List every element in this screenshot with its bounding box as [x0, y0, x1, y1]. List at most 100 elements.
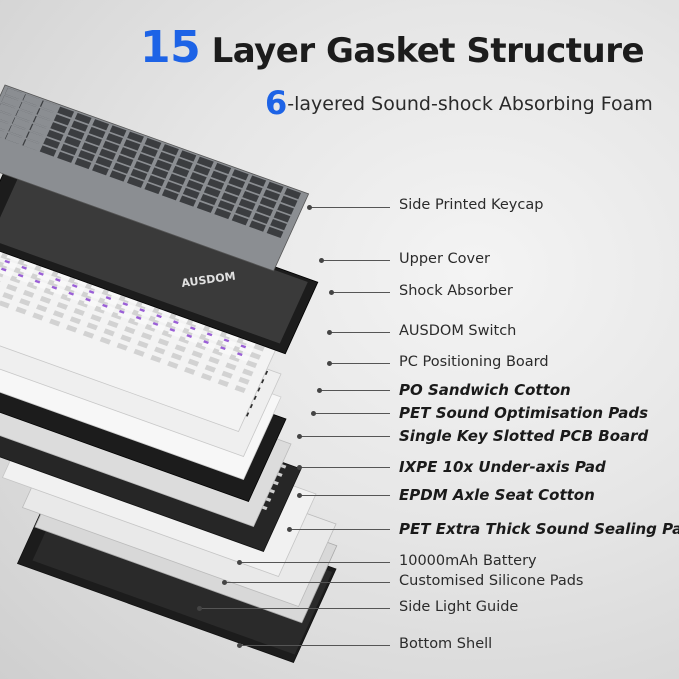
- leader-line: [222, 580, 390, 585]
- keycap: [161, 189, 179, 201]
- pc-hole: [26, 281, 39, 290]
- keycap: [252, 212, 270, 224]
- pc-hole: [118, 295, 130, 304]
- switch-stem: [88, 290, 95, 294]
- keycap: [60, 143, 78, 156]
- pc-hole: [167, 360, 179, 369]
- keycap-light: [0, 121, 9, 131]
- keycap: [74, 112, 92, 125]
- pc-hole: [157, 338, 170, 347]
- switch-stem: [186, 334, 193, 338]
- upper-cover-opening: [0, 178, 308, 344]
- keycap-light: [41, 100, 59, 113]
- keycap: [147, 175, 165, 187]
- keycap: [50, 122, 68, 134]
- keycap-light: [5, 133, 23, 145]
- keycap: [102, 140, 120, 153]
- keycap: [238, 198, 256, 210]
- keycap-light: [0, 112, 12, 123]
- keycap-light: [19, 102, 37, 114]
- layer-label-light-guide: Side Light Guide: [399, 599, 519, 615]
- pc-hole: [253, 343, 265, 352]
- pc-hole: [107, 320, 119, 329]
- pc-hole: [9, 275, 22, 284]
- switch-stem: [156, 314, 162, 319]
- leader-line: [327, 330, 390, 335]
- pc-hole: [127, 317, 140, 326]
- keycap: [277, 203, 294, 215]
- pc-hole: [97, 297, 110, 306]
- keycap: [214, 162, 232, 175]
- keycap-light: [12, 117, 30, 129]
- layer-label-epdm: EPDM Axle Seat Cotton: [399, 486, 595, 504]
- pc-hole: [0, 280, 1, 283]
- switch-stem: [0, 267, 7, 272]
- keycap: [175, 158, 193, 170]
- layer-label-pc-board: PC Positioning Board: [399, 354, 549, 370]
- pc-hole: [82, 330, 95, 339]
- keycap: [134, 161, 151, 173]
- pc-hole: [187, 358, 200, 367]
- keycap: [106, 133, 123, 145]
- pc-hole: [221, 370, 233, 379]
- keycap: [273, 211, 291, 223]
- keycap: [67, 128, 85, 140]
- pc-hole: [137, 340, 149, 349]
- keycap: [196, 156, 214, 168]
- switch-stem: [189, 326, 196, 331]
- pc-hole: [215, 339, 228, 348]
- keycap: [182, 187, 200, 199]
- pc-hole: [64, 285, 76, 294]
- title-layer-count: 15: [140, 22, 201, 73]
- keycap: [71, 120, 89, 132]
- layer-label-silicone-pads: Customised Silicone Pads: [399, 573, 584, 589]
- pc-hole: [225, 362, 237, 371]
- keycap: [249, 220, 266, 232]
- keycap: [144, 182, 162, 195]
- keycap: [259, 197, 277, 209]
- keycap: [120, 147, 137, 159]
- keycap-light: [30, 124, 48, 136]
- keycap: [127, 131, 144, 143]
- keycap: [57, 151, 74, 163]
- keycap-light: [33, 116, 52, 128]
- pc-hole: [0, 300, 10, 309]
- keycap: [130, 168, 148, 181]
- keycap: [189, 172, 207, 184]
- keycap: [92, 119, 110, 131]
- pc-hole: [2, 292, 14, 301]
- pc-hole: [174, 344, 187, 353]
- pc-hole: [77, 299, 89, 308]
- keycap: [137, 153, 155, 165]
- leader-line: [297, 434, 390, 439]
- switch-stem: [55, 277, 61, 282]
- switch-stem: [17, 273, 24, 278]
- pc-hole: [56, 301, 69, 310]
- pc-hole: [161, 329, 173, 338]
- layer-label-shock-absorber: Shock Absorber: [399, 283, 513, 299]
- pc-hole: [17, 258, 29, 267]
- keycap: [123, 139, 141, 151]
- switch-stem: [223, 338, 230, 343]
- pc-hole: [81, 291, 93, 300]
- pc-hole: [219, 331, 232, 340]
- layer-label-upper-cover: Upper Cover: [399, 251, 490, 267]
- keycap: [144, 137, 162, 150]
- switch-stem: [51, 285, 58, 290]
- pc-hole: [236, 337, 248, 346]
- keycap: [78, 150, 95, 162]
- pc-hole: [150, 354, 162, 363]
- keycap: [46, 129, 64, 142]
- keycap-light: [26, 131, 45, 144]
- keycap: [116, 154, 134, 167]
- layer-label-battery: 10000mAh Battery: [399, 553, 537, 569]
- keycap: [158, 151, 176, 164]
- pc-hole: [144, 323, 157, 332]
- switch-stem: [206, 332, 213, 337]
- keycap: [280, 195, 298, 207]
- keycap: [109, 125, 127, 137]
- pc-hole: [94, 305, 106, 314]
- keycap-light: [16, 109, 34, 122]
- keycap: [95, 156, 113, 168]
